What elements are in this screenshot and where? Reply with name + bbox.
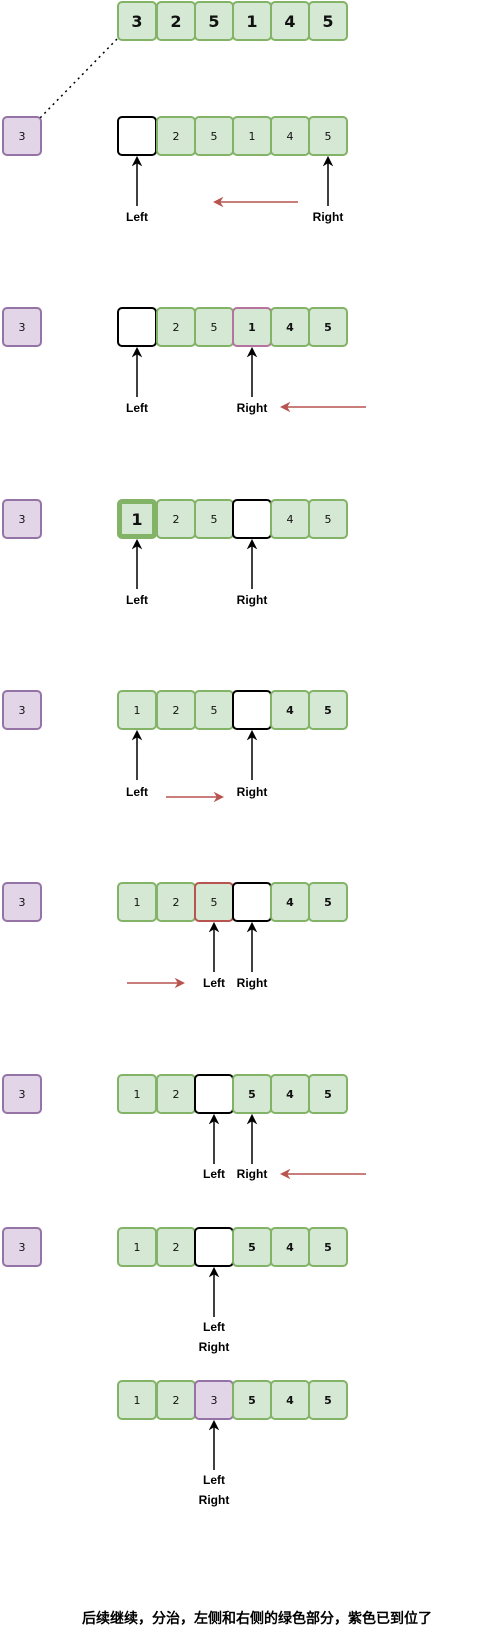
left-pointer-label: Left bbox=[203, 976, 225, 990]
array-cell: 1 bbox=[232, 307, 272, 347]
left-pointer-label: Left bbox=[126, 593, 148, 607]
array-cell: 4 bbox=[270, 116, 310, 156]
left-pointer-label: Left bbox=[126, 785, 148, 799]
array-cell: 5 bbox=[308, 690, 348, 730]
empty-slot bbox=[117, 116, 157, 156]
right-pointer-label: Right bbox=[236, 785, 268, 799]
empty-slot bbox=[117, 307, 157, 347]
array-cell: 5 bbox=[308, 499, 348, 539]
right-pointer-label: Right bbox=[236, 401, 268, 415]
left-pointer-label: Left bbox=[126, 210, 148, 224]
pivot-cell: 3 bbox=[2, 1074, 42, 1114]
pivot-cell: 3 bbox=[2, 882, 42, 922]
left-pointer-label: Left bbox=[203, 1473, 225, 1487]
right-pointer-label: Right bbox=[236, 593, 268, 607]
caption: 后续继续，分治，左侧和右侧的绿色部分，紫色已到位了 bbox=[82, 1611, 432, 1627]
left-pointer-label: Left bbox=[126, 401, 148, 415]
array-cell: 2 bbox=[156, 1380, 196, 1420]
pivot-cell: 3 bbox=[2, 499, 42, 539]
right-pointer-label: Right bbox=[198, 1340, 230, 1354]
array-cell: 5 bbox=[194, 307, 234, 347]
array-cell: 4 bbox=[270, 307, 310, 347]
left-pointer-label: Left bbox=[203, 1320, 225, 1334]
array-cell: 1 bbox=[232, 116, 272, 156]
array-cell-initial: 5 bbox=[308, 1, 348, 41]
array-cell: 2 bbox=[156, 882, 196, 922]
array-cell: 1 bbox=[117, 1227, 157, 1267]
right-pointer-label: Right bbox=[236, 1167, 268, 1181]
array-cell-initial: 3 bbox=[117, 1, 157, 41]
empty-slot bbox=[232, 690, 272, 730]
array-cell: 4 bbox=[270, 1380, 310, 1420]
pivot-cell: 3 bbox=[2, 116, 42, 156]
array-cell: 1 bbox=[117, 499, 157, 539]
pivot-cell: 3 bbox=[2, 1227, 42, 1267]
array-cell: 5 bbox=[308, 116, 348, 156]
array-cell: 5 bbox=[232, 1380, 272, 1420]
array-cell: 2 bbox=[156, 116, 196, 156]
empty-slot bbox=[232, 882, 272, 922]
array-cell-initial: 4 bbox=[270, 1, 310, 41]
array-cell: 5 bbox=[308, 307, 348, 347]
array-cell: 5 bbox=[308, 1074, 348, 1114]
array-cell: 2 bbox=[156, 1227, 196, 1267]
left-pointer-label: Left bbox=[203, 1167, 225, 1181]
array-cell: 4 bbox=[270, 1074, 310, 1114]
empty-slot bbox=[194, 1074, 234, 1114]
pivot-cell: 3 bbox=[2, 307, 42, 347]
array-cell: 5 bbox=[308, 1380, 348, 1420]
dotted-connector bbox=[39, 38, 118, 119]
right-pointer-label: Right bbox=[312, 210, 344, 224]
array-cell: 2 bbox=[156, 307, 196, 347]
array-cell: 5 bbox=[308, 882, 348, 922]
array-cell: 5 bbox=[308, 1227, 348, 1267]
pivot-cell: 3 bbox=[2, 690, 42, 730]
right-pointer-label: Right bbox=[198, 1493, 230, 1507]
right-pointer-label: Right bbox=[236, 976, 268, 990]
array-cell-initial: 2 bbox=[156, 1, 196, 41]
array-cell: 5 bbox=[232, 1227, 272, 1267]
array-cell: 1 bbox=[117, 1380, 157, 1420]
empty-slot bbox=[194, 1227, 234, 1267]
array-cell: 5 bbox=[194, 499, 234, 539]
